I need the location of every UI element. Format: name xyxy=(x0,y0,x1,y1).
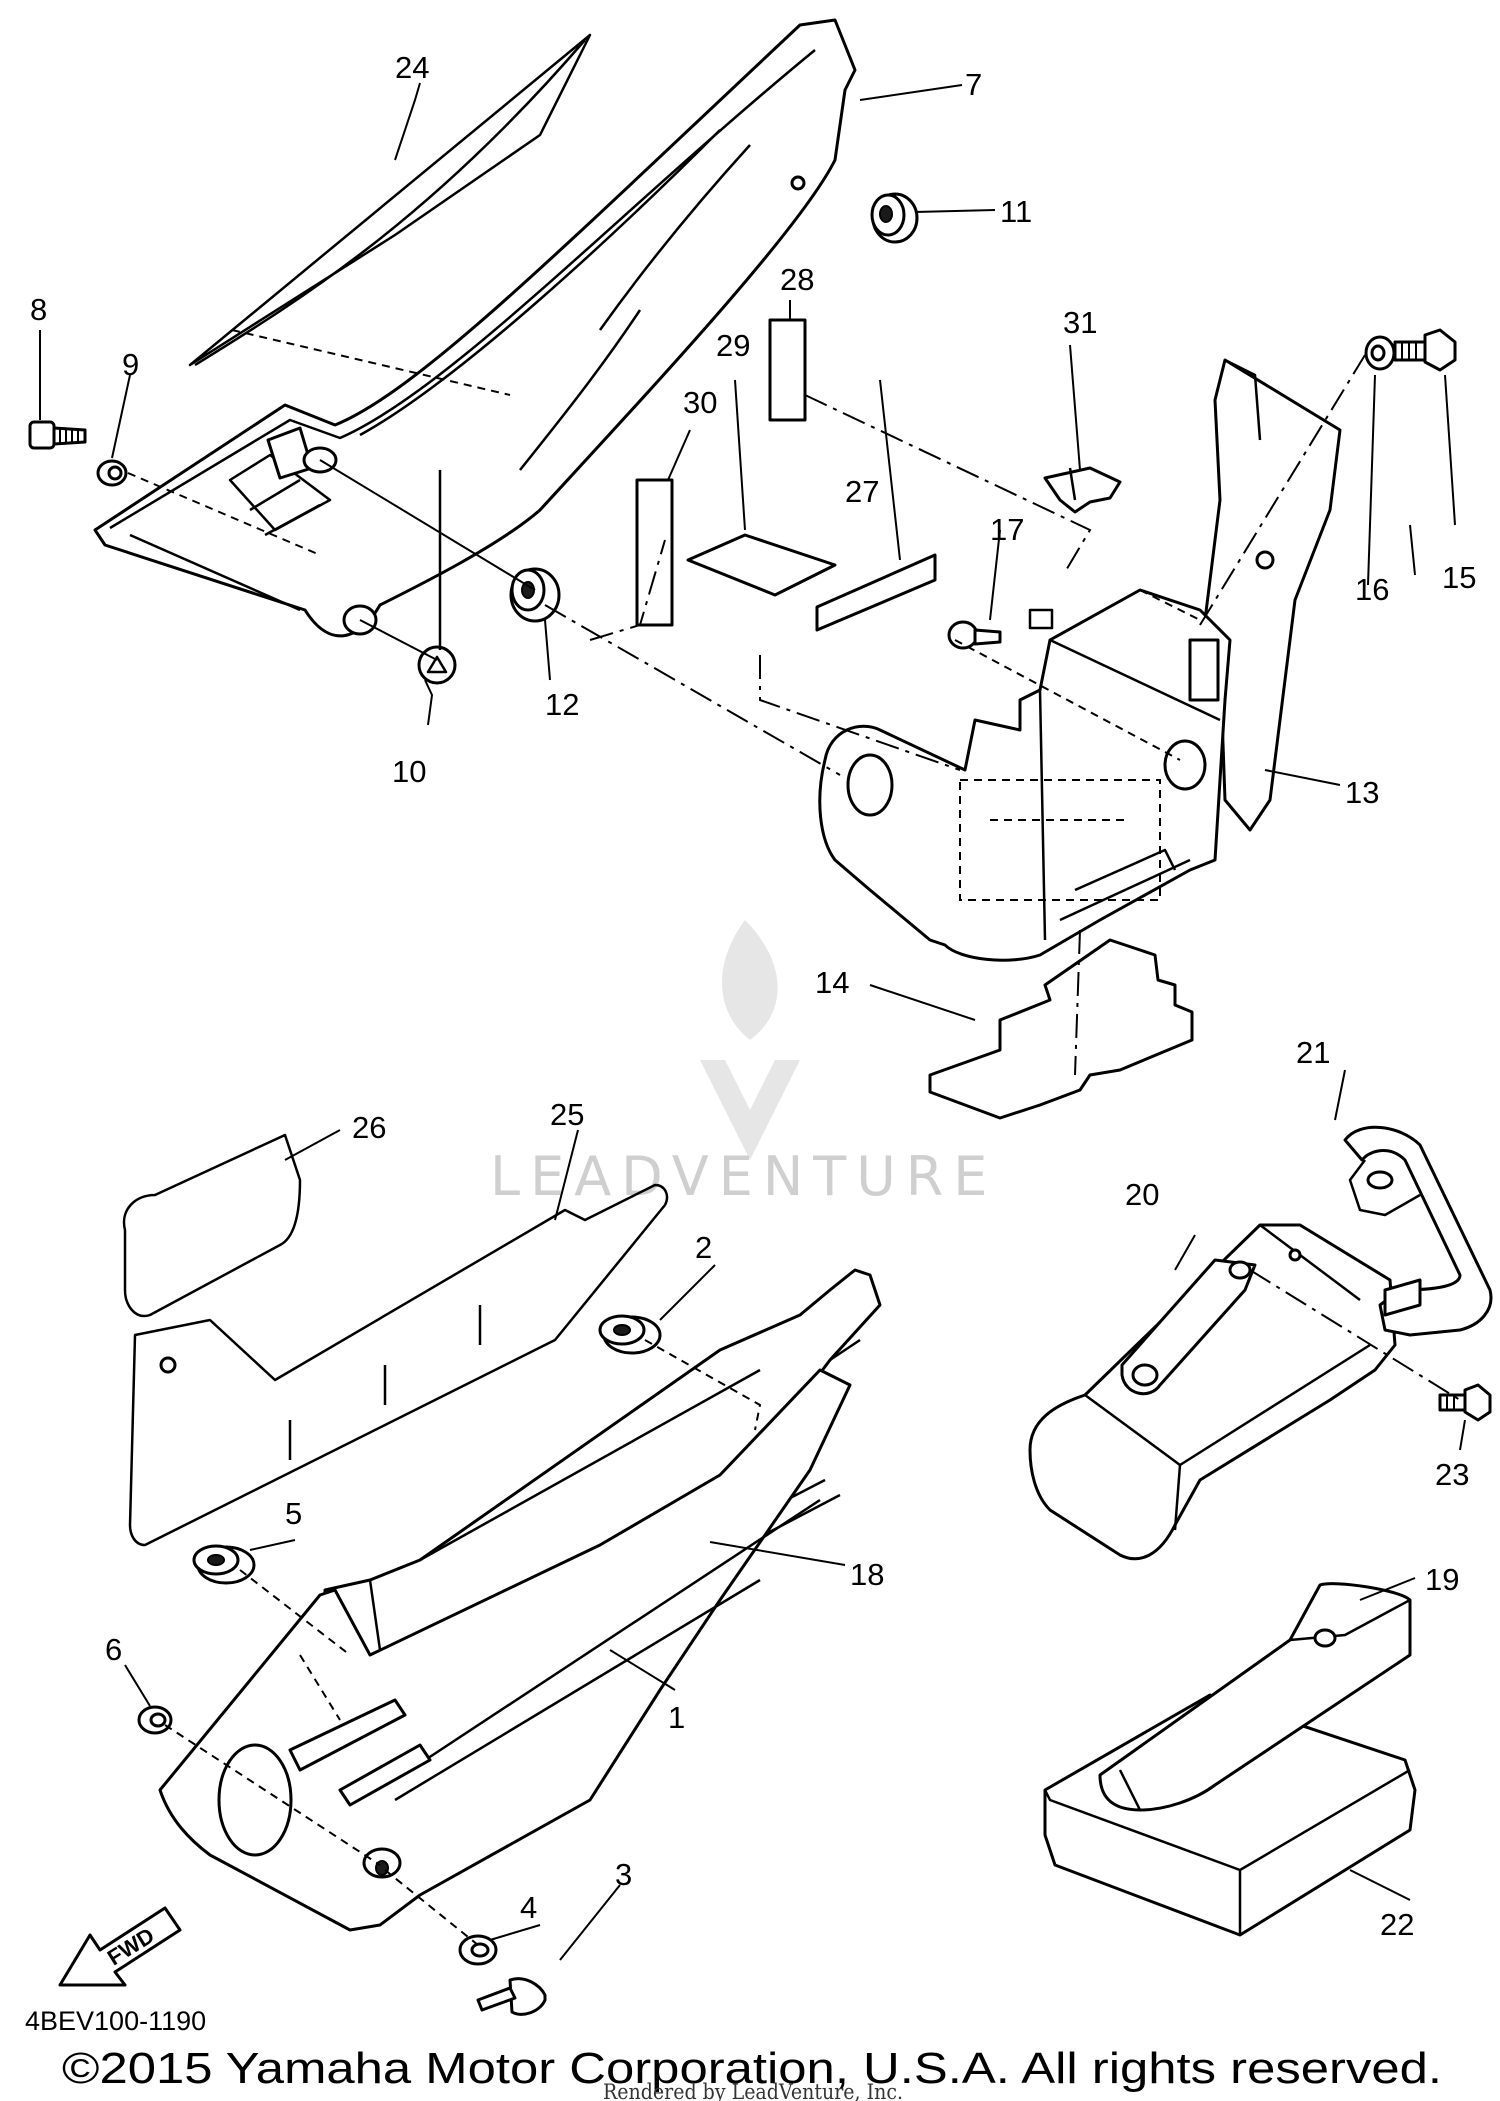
part-19-tool-pouch xyxy=(1098,1582,1412,1812)
part-30-pad xyxy=(635,478,674,627)
part-12-grommet xyxy=(509,567,561,623)
part-24-decal xyxy=(188,33,592,367)
callout-7: 7 xyxy=(965,67,982,102)
callout-5: 5 xyxy=(285,1496,302,1531)
leadventure-watermark: LEADVENTURE xyxy=(490,920,997,1208)
part-15-bolt xyxy=(1393,328,1457,372)
part-3-screw xyxy=(476,1977,547,2016)
part-17-screw xyxy=(947,620,1002,650)
callout-16: 16 xyxy=(1355,572,1389,607)
copyright-notice: ©2015 Yamaha Motor Corporation, U.S.A. A… xyxy=(62,2044,1442,2093)
part-20-tool-box xyxy=(1028,1223,1397,1561)
callout-18: 18 xyxy=(850,1557,884,1592)
part-25-panel xyxy=(128,1183,669,1547)
part-8-bolt xyxy=(28,420,87,450)
callout-19: 19 xyxy=(1425,1562,1459,1597)
callout-6: 6 xyxy=(105,1632,122,1667)
callout-20: 20 xyxy=(1125,1177,1159,1212)
callout-31: 31 xyxy=(1063,305,1097,340)
part-27-pad xyxy=(815,553,937,632)
part-31-clip xyxy=(1043,466,1122,514)
callout-1: 1 xyxy=(668,1700,685,1735)
part-9-washer xyxy=(96,459,128,487)
callout-30: 30 xyxy=(683,385,717,420)
part-23-bolt xyxy=(1438,1383,1492,1422)
part-13-battery-box xyxy=(818,358,1342,962)
callout-2: 2 xyxy=(695,1230,712,1265)
callout-21: 21 xyxy=(1296,1035,1330,1070)
part-6-washer xyxy=(137,1705,173,1735)
callout-9: 9 xyxy=(122,347,139,382)
part-16-washer xyxy=(1364,335,1396,371)
diagram-code: 4BEV100-1190 xyxy=(25,2006,206,2036)
part-26-decal xyxy=(122,1133,302,1318)
callout-25: 25 xyxy=(550,1097,584,1132)
part-21-strap xyxy=(1343,1125,1493,1337)
callout-23: 23 xyxy=(1435,1457,1469,1492)
callout-3: 3 xyxy=(615,1857,632,1892)
callout-22: 22 xyxy=(1380,1907,1414,1942)
part-29-pad xyxy=(686,533,837,597)
callout-10: 10 xyxy=(392,754,426,789)
callout-27: 27 xyxy=(845,474,879,509)
callout-26: 26 xyxy=(352,1110,386,1145)
leader-lines xyxy=(39,82,1466,1961)
callout-29: 29 xyxy=(716,328,750,363)
callout-4: 4 xyxy=(520,1890,537,1925)
part-2-grommet xyxy=(598,1314,662,1355)
callout-14: 14 xyxy=(815,965,849,1000)
part-14-battery-mat xyxy=(928,938,1194,1120)
part-28-pad xyxy=(768,318,807,422)
callouts: 24 7 11 8 9 28 31 30 29 27 17 15 16 12 1… xyxy=(30,50,1476,1942)
part-7-side-cover xyxy=(93,18,857,638)
part-11-grommet xyxy=(870,192,919,244)
watermark-text: LEADVENTURE xyxy=(490,1145,997,1208)
callout-11: 11 xyxy=(1000,194,1032,229)
callout-12: 12 xyxy=(545,687,579,722)
callout-24: 24 xyxy=(395,50,429,85)
rendered-by-notice: Rendered by LeadVenture, Inc. xyxy=(603,2080,903,2101)
callout-8: 8 xyxy=(30,292,47,327)
part-1-side-cover xyxy=(158,1368,852,1932)
fwd-arrow-icon: FWD xyxy=(58,1906,182,1987)
assembly-lines xyxy=(127,329,1461,1946)
part-4-washer xyxy=(458,1934,498,1966)
part-5-grommet xyxy=(192,1544,256,1585)
callout-13: 13 xyxy=(1345,775,1379,810)
callout-17: 17 xyxy=(990,512,1024,547)
callout-28: 28 xyxy=(780,262,814,297)
callout-15: 15 xyxy=(1442,560,1476,595)
